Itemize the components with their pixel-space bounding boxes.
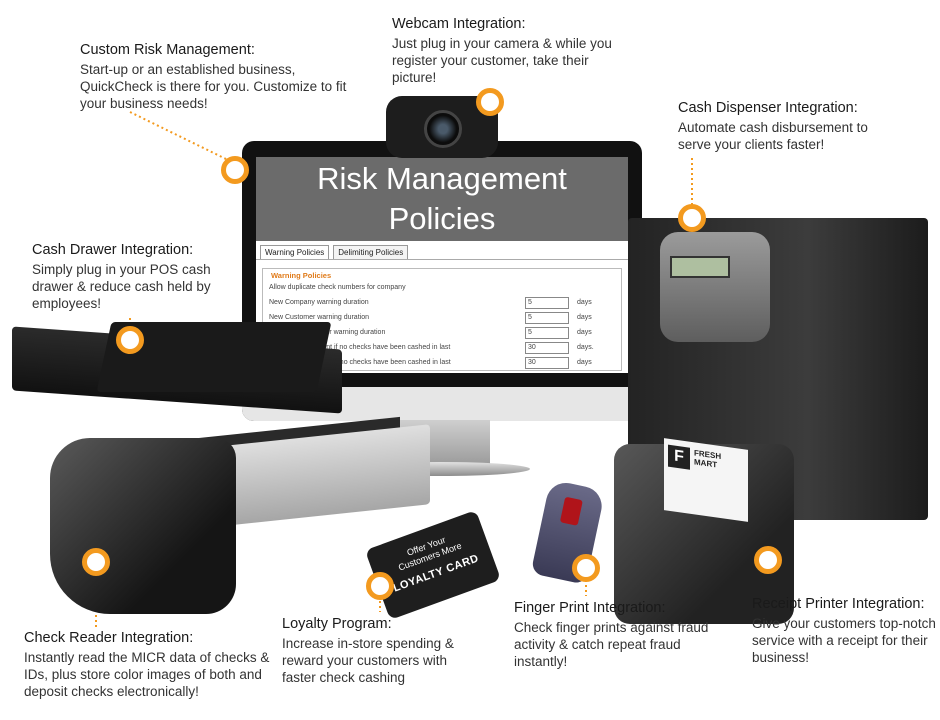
policy-label: Allow duplicate check numbers for compan…: [269, 284, 406, 291]
callout-body: Start-up or an established business, Qui…: [80, 62, 347, 111]
callout-body: Simply plug in your POS cash drawer & re…: [32, 262, 211, 311]
callout-receipt-printer: Receipt Printer Integration: Give your c…: [752, 596, 938, 666]
callout-body: Check finger prints against fraud activi…: [514, 620, 709, 669]
policy-value-input[interactable]: 5: [525, 326, 569, 339]
receipt-paper: F FRESH MART: [664, 438, 748, 522]
ring-loyalty-icon[interactable]: [366, 572, 394, 600]
policy-value-input[interactable]: 30: [525, 356, 569, 369]
policy-label: New Company warning duration: [269, 299, 369, 306]
callout-custom-risk: Custom Risk Management: Start-up or an e…: [80, 42, 370, 112]
callout-title: Cash Drawer Integration:: [32, 242, 194, 258]
callout-finger-print: Finger Print Integration: Check finger p…: [514, 600, 714, 670]
callout-body: Give your customers top-notch service wi…: [752, 616, 936, 665]
tab-delimiting-policies[interactable]: Delimiting Policies: [333, 245, 409, 259]
policy-unit: days: [577, 329, 592, 336]
callout-cash-drawer: Cash Drawer Integration: Simply plug in …: [32, 242, 222, 312]
cash-dispenser-display: [670, 256, 730, 278]
fingerprint-sensor-icon: [559, 496, 583, 526]
policy-label: Company infrequent if no checks have bee…: [269, 344, 451, 351]
policy-row: Allow duplicate check numbers for compan…: [269, 280, 615, 295]
screen-tabs: Warning Policies Delimiting Policies: [256, 241, 628, 260]
ring-check-reader-icon[interactable]: [82, 548, 110, 576]
check-reader-image: [50, 438, 236, 614]
screen-title-line2: Policies: [388, 201, 496, 236]
ring-custom-risk-icon[interactable]: [221, 156, 249, 184]
callout-title: Loyalty Program:: [282, 616, 392, 632]
policy-value-input[interactable]: 30: [525, 341, 569, 354]
tab-warning-policies[interactable]: Warning Policies: [260, 245, 330, 259]
callout-body: Automate cash disbursement to serve your…: [678, 120, 868, 152]
policy-label: Customer infrequent if no checks have be…: [269, 359, 451, 366]
ring-webcam-icon[interactable]: [476, 88, 504, 116]
callout-webcam: Webcam Integration: Just plug in your ca…: [392, 16, 612, 86]
screen-title-line1: Risk Management: [317, 161, 567, 196]
callout-loyalty: Loyalty Program: Increase in-store spend…: [282, 616, 472, 686]
callout-title: Custom Risk Management:: [80, 42, 255, 58]
policy-row: Company infrequent if no checks have bee…: [269, 340, 615, 355]
warning-legend: Warning Policies: [269, 271, 334, 280]
policy-row: New Company warning duration 5 days: [269, 295, 615, 310]
ring-cash-drawer-icon[interactable]: [116, 326, 144, 354]
connector-custom-risk: [129, 111, 229, 161]
receipt-brand: FRESH MART: [694, 448, 721, 470]
policy-unit: days: [577, 314, 592, 321]
ring-finger-print-icon[interactable]: [572, 554, 600, 582]
callout-title: Cash Dispenser Integration:: [678, 100, 858, 116]
policy-row: New Customer warning duration 5 days: [269, 310, 615, 325]
webcam-lens-icon: [424, 110, 462, 148]
policy-value-input[interactable]: 5: [525, 296, 569, 309]
ring-cash-dispenser-icon[interactable]: [678, 204, 706, 232]
policy-unit: days: [577, 299, 592, 306]
callout-title: Webcam Integration:: [392, 16, 526, 32]
callout-title: Finger Print Integration:: [514, 600, 666, 616]
fresh-mart-logo: F: [668, 444, 690, 470]
callout-title: Receipt Printer Integration:: [752, 596, 925, 612]
ring-receipt-printer-icon[interactable]: [754, 546, 782, 574]
callout-body: Increase in-store spending & reward your…: [282, 636, 454, 685]
callout-body: Just plug in your camera & while you reg…: [392, 36, 612, 85]
screen-header: Risk Management Policies: [256, 157, 628, 241]
policy-unit: days.: [577, 344, 594, 351]
callout-cash-dispenser: Cash Dispenser Integration: Automate cas…: [678, 100, 888, 153]
cash-dispenser-image: [660, 232, 770, 342]
policy-unit: days: [577, 359, 592, 366]
callout-body: Instantly read the MICR data of checks &…: [24, 650, 270, 699]
policy-label: New Customer warning duration: [269, 314, 369, 321]
policy-value-input[interactable]: 5: [525, 311, 569, 324]
callout-check-reader: Check Reader Integration: Instantly read…: [24, 630, 279, 700]
callout-title: Check Reader Integration:: [24, 630, 194, 646]
policy-row: Customer infrequent if no checks have be…: [269, 355, 615, 370]
